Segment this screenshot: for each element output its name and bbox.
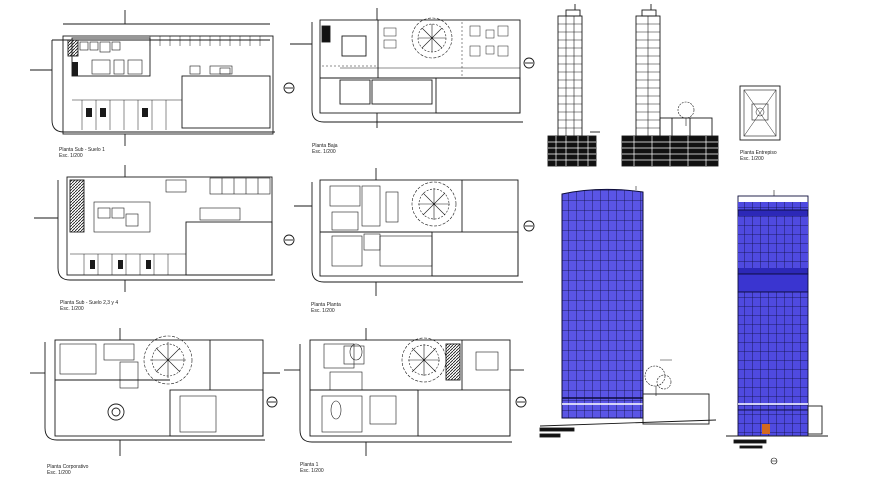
- tower-section-b: [621, 4, 719, 167]
- plan-scale: Esc. 1/200: [740, 156, 764, 162]
- tower-section-a: [547, 4, 600, 167]
- tree-icon: [411, 181, 457, 227]
- plan-scale: Esc. 1/200: [300, 468, 324, 474]
- plan-label-planta-1: Planta 1 Esc. 1/200: [300, 462, 324, 474]
- tree-icon: [677, 101, 695, 126]
- plan-sub-suelo-1: [30, 10, 295, 146]
- tree-icon: [411, 17, 453, 59]
- plan-name: Planta Planta: [311, 302, 341, 308]
- plan-name: Planta Corporativo: [47, 464, 89, 470]
- plan-scale: Esc. 1/200: [59, 153, 83, 159]
- plan-label-planta-baja: Planta Baja Esc. 1/200: [312, 143, 338, 155]
- plan-name: Planta Sub - Suelo 1: [59, 147, 105, 153]
- plan-label-planta-corporativo: Planta Corporativo Esc. 1/200: [47, 464, 88, 476]
- plan-scale: Esc. 1/200: [60, 306, 84, 312]
- plan-name: Planta Entrepiso: [740, 150, 777, 156]
- plan-label-planta-planta: Planta Planta Esc. 1/200: [311, 302, 341, 314]
- tower-elevation-1: [539, 186, 717, 438]
- plan-scale: Esc. 1/200: [47, 470, 71, 476]
- plan-planta-1: [284, 328, 527, 456]
- plan-label-sub-suelo-2-3-4: Planta Sub - Suelo 2,3 y 4 Esc. 1/200: [60, 300, 118, 312]
- plan-planta-entrepiso: [739, 85, 781, 141]
- plan-name: Planta Baja: [312, 143, 338, 149]
- tower-elevation-2: [726, 190, 828, 465]
- plan-scale: Esc. 1/200: [311, 308, 335, 314]
- plan-sub-suelo-2-3-4: [34, 165, 295, 292]
- plan-name: Planta Sub - Suelo 2,3 y 4: [60, 300, 119, 306]
- plan-label-planta-entrepiso: Planta Entrepiso Esc. 1/200: [740, 150, 777, 162]
- tree-icon: [401, 337, 447, 383]
- plan-planta-baja: [290, 8, 535, 128]
- tree-icon: [644, 365, 672, 396]
- plan-planta-corporativo: [30, 328, 280, 456]
- plan-name: Planta 1: [300, 462, 319, 468]
- plan-planta-planta: [294, 168, 535, 296]
- tree-icon: [143, 335, 193, 385]
- plan-label-sub-suelo-1: Planta Sub - Suelo 1 Esc. 1/200: [59, 147, 105, 159]
- plan-scale: Esc. 1/200: [312, 149, 336, 155]
